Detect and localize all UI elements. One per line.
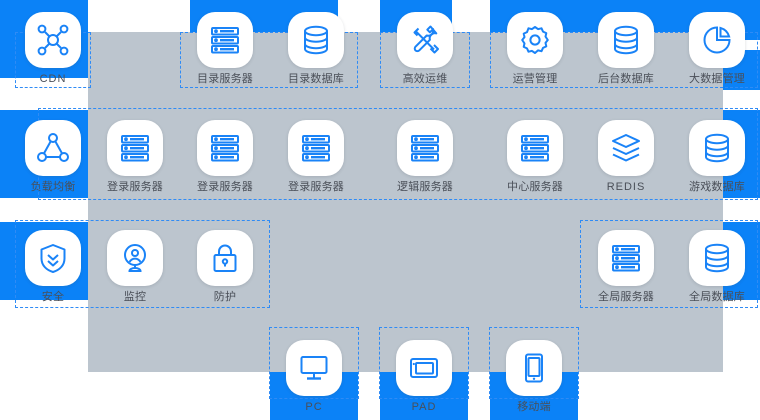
node-label: 游戏数据库 — [689, 181, 745, 193]
node-login-3[interactable]: 登录服务器 — [281, 120, 351, 194]
node-label: CDN — [39, 73, 67, 85]
node-label: 逻辑服务器 — [397, 181, 453, 193]
group-box-pc — [269, 327, 359, 399]
server-rack-icon — [288, 120, 344, 176]
node-label: 运营管理 — [512, 73, 558, 85]
node-label: PC — [305, 401, 323, 413]
node-label: 负载均衡 — [30, 181, 76, 193]
node-label: 高效运维 — [402, 73, 448, 85]
node-load-balance[interactable]: 负载均衡 — [18, 120, 88, 194]
node-center-server[interactable]: 中心服务器 — [500, 120, 570, 194]
database-cylinder-icon — [598, 12, 654, 68]
node-label: 大数据管理 — [689, 73, 745, 85]
node-label: 后台数据库 — [598, 73, 654, 85]
node-global-db[interactable]: 全局数据库 — [682, 230, 752, 304]
node-label: 登录服务器 — [288, 181, 344, 193]
node-pad[interactable]: PAD — [389, 340, 459, 414]
camera-monitor-icon — [107, 230, 163, 286]
node-label: 移动端 — [517, 401, 551, 413]
node-label: 全局服务器 — [598, 291, 654, 303]
node-monitor[interactable]: 监控 — [100, 230, 170, 304]
node-label: REDIS — [606, 181, 646, 193]
database-cylinder-icon — [689, 230, 745, 286]
node-label: 监控 — [123, 291, 147, 303]
node-logic-server[interactable]: 逻辑服务器 — [390, 120, 460, 194]
node-bigdata-manage[interactable]: 大数据管理 — [682, 12, 752, 86]
tablet-icon — [396, 340, 452, 396]
wrench-screwdriver-icon — [397, 12, 453, 68]
stacked-layers-icon — [598, 120, 654, 176]
node-label: 目录数据库 — [288, 73, 344, 85]
node-efficient-ops[interactable]: 高效运维 — [390, 12, 460, 86]
node-label: 目录服务器 — [197, 73, 253, 85]
node-dir-db[interactable]: 目录数据库 — [281, 12, 351, 86]
group-box-security — [15, 220, 270, 308]
server-rack-icon — [197, 120, 253, 176]
node-label: 安全 — [41, 291, 65, 303]
node-security[interactable]: 安全 — [18, 230, 88, 304]
infrastructure-panel — [88, 32, 723, 372]
group-box-pad — [379, 327, 469, 399]
server-rack-icon — [598, 230, 654, 286]
node-dir-server[interactable]: 目录服务器 — [190, 12, 260, 86]
node-ops-manage[interactable]: 运营管理 — [500, 12, 570, 86]
node-label: PAD — [411, 401, 437, 413]
server-rack-icon — [397, 120, 453, 176]
lock-icon — [197, 230, 253, 286]
server-rack-icon — [107, 120, 163, 176]
node-label: 防护 — [213, 291, 237, 303]
shield-icon — [25, 230, 81, 286]
cdn-network-icon — [25, 12, 81, 68]
node-label: 全局数据库 — [689, 291, 745, 303]
node-pc[interactable]: PC — [279, 340, 349, 414]
database-cylinder-icon — [689, 120, 745, 176]
node-global-server[interactable]: 全局服务器 — [591, 230, 661, 304]
group-box-directory — [180, 32, 358, 88]
desktop-monitor-icon — [286, 340, 342, 396]
gear-icon — [507, 12, 563, 68]
load-balancer-icon — [25, 120, 81, 176]
node-protection[interactable]: 防护 — [190, 230, 260, 304]
node-label: 中心服务器 — [507, 181, 563, 193]
node-redis[interactable]: REDIS — [591, 120, 661, 194]
node-label: 登录服务器 — [107, 181, 163, 193]
database-cylinder-icon — [288, 12, 344, 68]
node-backend-db[interactable]: 后台数据库 — [591, 12, 661, 86]
node-login-1[interactable]: 登录服务器 — [100, 120, 170, 194]
node-cdn[interactable]: CDN — [18, 12, 88, 86]
smartphone-icon — [506, 340, 562, 396]
group-box-global — [580, 220, 758, 308]
server-rack-icon — [507, 120, 563, 176]
pie-chart-icon — [689, 12, 745, 68]
group-box-mobile — [489, 327, 579, 399]
node-mobile[interactable]: 移动端 — [499, 340, 569, 414]
node-game-db[interactable]: 游戏数据库 — [682, 120, 752, 194]
node-login-2[interactable]: 登录服务器 — [190, 120, 260, 194]
node-label: 登录服务器 — [197, 181, 253, 193]
server-rack-icon — [197, 12, 253, 68]
